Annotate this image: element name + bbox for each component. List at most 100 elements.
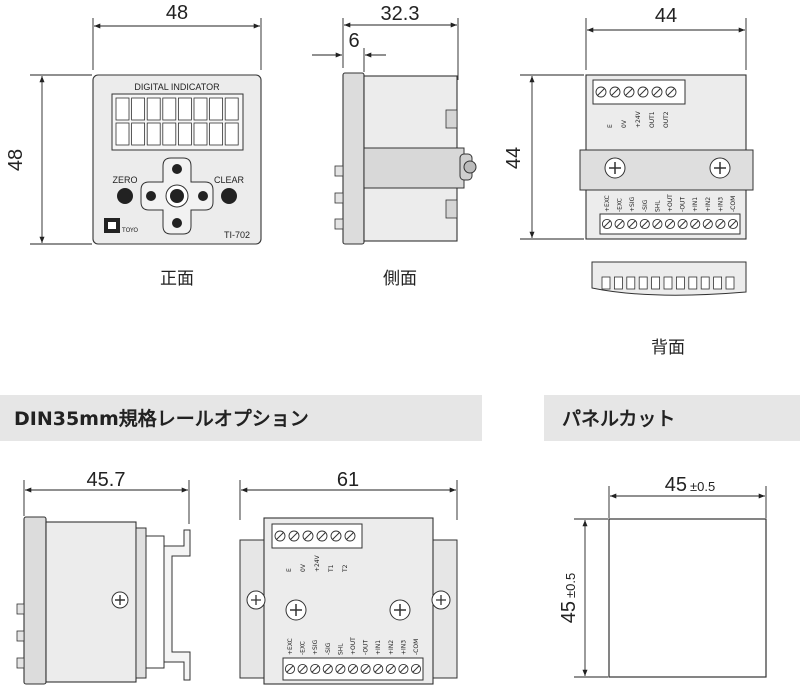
panel-cut-view: 45±0.5 45±0.5 bbox=[558, 474, 767, 678]
zero-button[interactable] bbox=[117, 188, 133, 204]
terminal-label: +SIG bbox=[629, 196, 636, 212]
detail-pin bbox=[663, 276, 673, 290]
terminal-label: E bbox=[286, 568, 293, 572]
din-rail-left bbox=[239, 539, 265, 679]
panel-cutout bbox=[608, 518, 767, 678]
terminal-label: +24V bbox=[314, 554, 321, 572]
detail-pin bbox=[688, 276, 698, 290]
detail-pin bbox=[601, 276, 611, 290]
terminal-label: -OUT bbox=[680, 197, 687, 212]
panel-cut-banner bbox=[544, 395, 800, 441]
terminal-label: +EXC bbox=[287, 638, 294, 655]
detail-pin bbox=[700, 276, 710, 290]
terminal-label: 0V bbox=[621, 119, 628, 128]
cutout-width-label: 45±0.5 bbox=[665, 474, 715, 496]
front-width-label: 48 bbox=[166, 2, 188, 24]
lcd-cells bbox=[115, 97, 239, 146]
terminal-label: T2 bbox=[342, 564, 349, 573]
detail-pin bbox=[638, 276, 648, 290]
lcd-cell bbox=[209, 97, 224, 121]
lcd-cell bbox=[162, 122, 177, 146]
side-depth-label: 32.3 bbox=[381, 3, 420, 25]
lcd-cell bbox=[115, 97, 130, 121]
terminal-label: -OUT bbox=[363, 640, 370, 655]
terminal-label: +OUT bbox=[350, 637, 357, 655]
zero-label: ZERO bbox=[112, 175, 137, 185]
terminal-label: -COM bbox=[413, 639, 420, 655]
terminal-label: -SIG bbox=[642, 199, 649, 212]
back-width-label: 44 bbox=[655, 5, 677, 27]
enter-button[interactable] bbox=[170, 189, 184, 203]
lcd-cell bbox=[162, 97, 177, 121]
lcd-cell bbox=[224, 97, 239, 121]
right-button[interactable] bbox=[198, 191, 208, 201]
din-rail-banner bbox=[0, 395, 482, 441]
lcd-cell bbox=[224, 122, 239, 146]
terminal-label: SHL bbox=[654, 200, 661, 212]
side-clamp bbox=[363, 147, 465, 189]
down-button[interactable] bbox=[172, 218, 182, 228]
lcd-cell bbox=[177, 122, 192, 146]
back-height-label: 44 bbox=[503, 147, 525, 169]
terminal-label: +IN3 bbox=[400, 640, 407, 655]
terminal-label: OUT2 bbox=[663, 111, 670, 128]
logo-text: TOYO bbox=[121, 227, 138, 234]
terminal-label: +IN3 bbox=[717, 197, 724, 212]
terminal-label: +24V bbox=[635, 110, 642, 128]
terminal-label: +IN1 bbox=[375, 640, 382, 655]
panel-title: DIGITAL INDICATOR bbox=[134, 82, 220, 92]
front-view: 48 48 DIGITAL INDICATOR ZERO CLEAR TOYO … bbox=[5, 2, 262, 245]
din-side-view: 45.7 bbox=[16, 469, 191, 685]
cutout-height-label: 45±0.5 bbox=[558, 573, 580, 623]
front-height-label: 48 bbox=[5, 149, 27, 171]
clear-button[interactable] bbox=[221, 188, 237, 204]
lcd-cell bbox=[146, 122, 161, 146]
din-rail-banner-title: DIN35mm規格レールオプション bbox=[14, 407, 309, 430]
panel-cut-banner-title: パネルカット bbox=[562, 408, 675, 430]
terminal-label: +IN2 bbox=[705, 197, 712, 212]
model-label: TI-702 bbox=[224, 230, 250, 240]
terminal-label: T1 bbox=[328, 564, 335, 573]
din-rail-right bbox=[432, 539, 458, 679]
detail-pin bbox=[614, 276, 623, 290]
lcd-cell bbox=[131, 97, 146, 121]
din-depth-label: 45.7 bbox=[87, 469, 126, 491]
side-view: 32.3 6 bbox=[312, 3, 477, 245]
lcd-cell bbox=[209, 122, 224, 146]
side-bezel-label: 6 bbox=[348, 30, 359, 52]
back-view: 44 44 E 0V +24V OUT1 OUT2 +EXC -EXC +SIG -SIG SH… bbox=[503, 5, 754, 296]
up-button[interactable] bbox=[172, 164, 182, 174]
terminal-label: -EXC bbox=[617, 198, 624, 212]
terminal-label: 0V bbox=[300, 563, 307, 572]
lcd-cell bbox=[131, 122, 146, 146]
left-button[interactable] bbox=[146, 191, 156, 201]
detail-pin bbox=[713, 276, 722, 290]
lcd-cell bbox=[146, 97, 161, 121]
terminal-label: +SIG bbox=[312, 639, 319, 655]
detail-pin bbox=[676, 276, 685, 290]
lcd-cell bbox=[193, 97, 208, 121]
detail-pin bbox=[626, 276, 636, 290]
terminal-label: +IN1 bbox=[692, 197, 699, 212]
din-rail-clip bbox=[163, 529, 191, 681]
terminal-label: OUT1 bbox=[649, 111, 656, 128]
terminal-label: -SIG bbox=[325, 642, 332, 655]
din-width-label: 61 bbox=[337, 469, 359, 491]
clear-label: CLEAR bbox=[214, 175, 245, 185]
din-rail-profile bbox=[145, 535, 165, 669]
lcd-cell bbox=[193, 122, 208, 146]
back-caption: 背面 bbox=[651, 338, 685, 358]
detail-pin bbox=[651, 276, 660, 290]
detail-pin bbox=[725, 276, 735, 290]
lcd-cell bbox=[115, 122, 130, 146]
front-caption: 正面 bbox=[160, 269, 194, 289]
terminal-label: +EXC bbox=[604, 195, 611, 212]
lcd-cell bbox=[177, 97, 192, 121]
terminal-label: E bbox=[607, 124, 614, 128]
terminal-label: -COM bbox=[730, 196, 737, 212]
terminal-label: +OUT bbox=[667, 194, 674, 212]
terminal-label: SHL bbox=[337, 643, 344, 655]
terminal-label: +IN2 bbox=[388, 640, 395, 655]
